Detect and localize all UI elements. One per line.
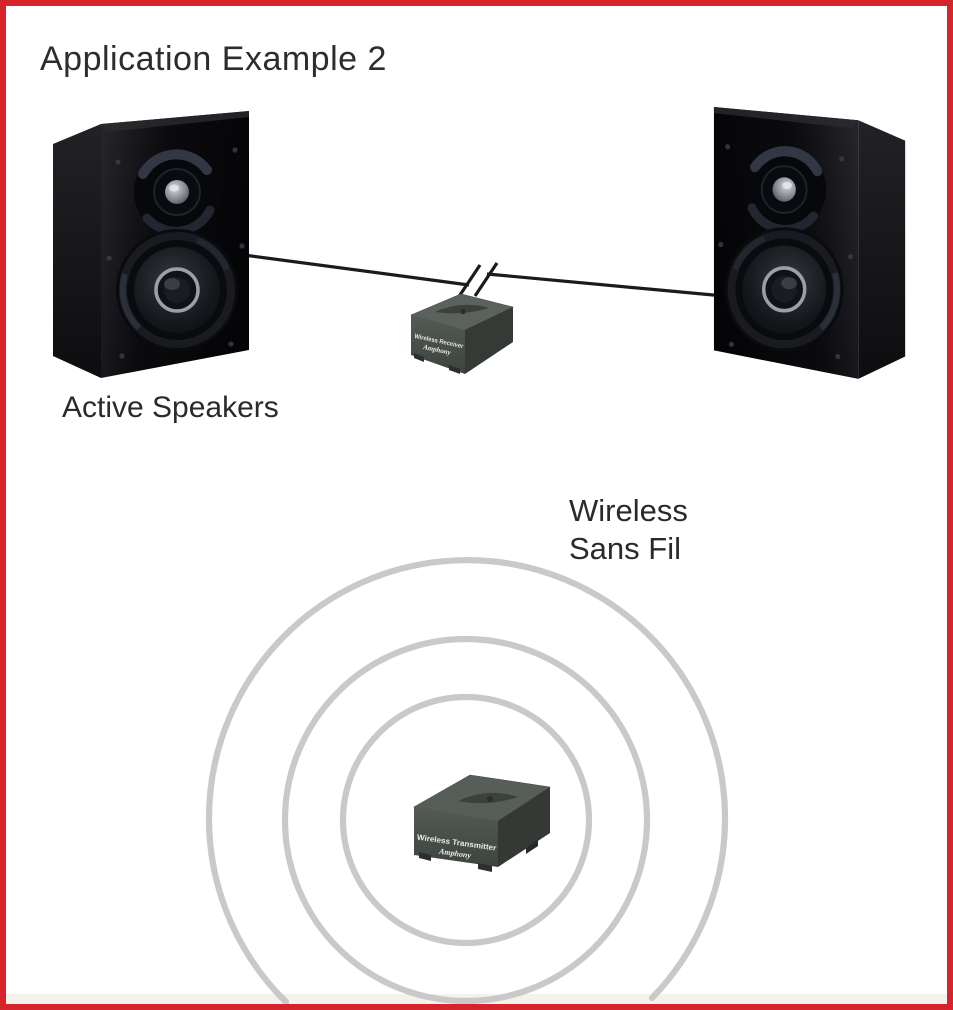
signal-ring-inner xyxy=(339,693,593,947)
wireless-label: Wireless Sans Fil xyxy=(569,492,688,568)
wire-right xyxy=(486,272,725,298)
page-title: Application Example 2 xyxy=(40,40,387,78)
radio-waves-icon xyxy=(205,557,729,1004)
wireless-label-en: Wireless xyxy=(569,493,688,528)
wireless-label-fr: Sans Fil xyxy=(569,531,681,566)
left-speaker-image xyxy=(46,110,251,382)
right-speaker-image xyxy=(712,106,912,383)
receiver-top-slot xyxy=(435,304,489,314)
signal-ring-outer xyxy=(205,557,729,1004)
active-speakers-label: Active Speakers xyxy=(62,391,279,424)
speaker-wires xyxy=(243,253,725,299)
wire-left xyxy=(243,253,470,287)
signal-ring-middle xyxy=(281,635,651,1004)
wireless-receiver-image: Wireless Receiver Amphony xyxy=(410,293,514,374)
wire-break-icon xyxy=(456,262,499,299)
wireless-transmitter-image: Wireless Transmitter Amphony xyxy=(413,774,551,872)
